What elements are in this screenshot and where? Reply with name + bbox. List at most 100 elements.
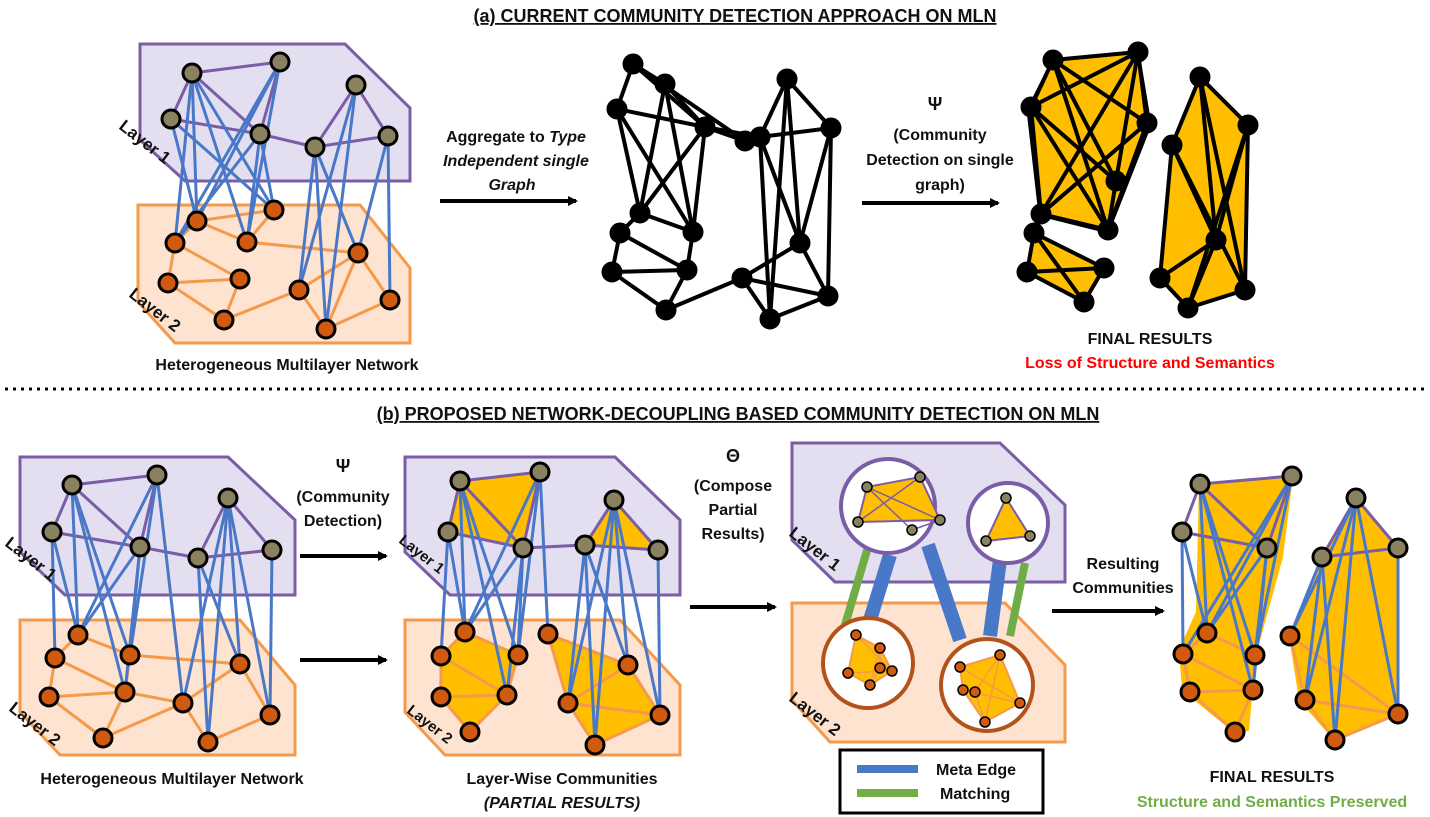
mln-a-edge	[173, 241, 242, 281]
mln-b-edge	[226, 496, 274, 552]
mln-b-node	[119, 644, 141, 666]
mln-b-node	[217, 487, 239, 509]
agg-edge	[740, 241, 802, 280]
final-a-edge	[1039, 121, 1149, 216]
final-b-node	[1387, 703, 1409, 725]
meta-node-inner-node	[1000, 492, 1012, 504]
mln-b-edge	[181, 496, 230, 705]
agg-node	[654, 73, 676, 95]
mln-a-edge	[356, 134, 390, 255]
layerwise-edge	[566, 663, 630, 705]
agg-node	[731, 267, 753, 289]
mln-a-edge	[258, 132, 276, 212]
mln-b-edge	[50, 530, 142, 549]
final-a-edge	[1186, 123, 1250, 310]
final-b-edge	[1253, 474, 1294, 657]
layerwise-node	[507, 644, 529, 666]
mln-a-edge	[297, 83, 358, 292]
mln-b-edge	[206, 496, 230, 744]
mln-b-node	[259, 704, 281, 726]
mln-b-edge	[226, 496, 242, 666]
final-a-node	[1205, 229, 1227, 251]
final-b-edge	[1354, 496, 1400, 550]
mln-a-node	[186, 210, 208, 232]
final-b-edge	[1303, 496, 1358, 702]
compose-line1: (Compose	[694, 478, 772, 495]
agg-node	[749, 126, 771, 148]
final-b-edge	[1198, 474, 1294, 486]
final-label-a: FINAL RESULTS	[1088, 331, 1213, 348]
matching-edge-1	[841, 545, 872, 627]
legend-meta-label: Meta Edge	[936, 762, 1016, 779]
agg-edge	[663, 82, 695, 234]
final-b-edge	[1205, 546, 1269, 635]
meta-node-inner-edge	[866, 486, 913, 531]
mln-b-node	[187, 547, 209, 569]
mln-a-node	[236, 231, 258, 253]
final-label-b: FINAL RESULTS	[1210, 769, 1335, 786]
mln-b-edge	[53, 656, 127, 694]
meta-node-inner-node	[914, 471, 926, 483]
agg-edge	[615, 107, 642, 215]
mln-a-node	[160, 108, 182, 130]
layerwise-node	[529, 461, 551, 483]
layerwise-node	[603, 489, 625, 511]
mln-a: Layer 1 Layer 2 Heterogeneous Multilayer…	[116, 42, 419, 374]
network-caption-a: Heterogeneous Multilayer Network	[155, 357, 418, 374]
layerwise-edge	[458, 479, 520, 657]
composition-view: Layer 1 Layer 2	[786, 441, 1067, 744]
mln-a-node	[377, 125, 399, 147]
final-b-node	[1171, 521, 1193, 543]
meta-node-inner-node	[852, 516, 864, 528]
final-a-edge	[1025, 270, 1086, 304]
final-a-edge	[1032, 231, 1086, 304]
layerwise-edge	[583, 543, 597, 747]
final-a-node	[1136, 112, 1158, 134]
layerwise-node	[649, 704, 671, 726]
final-results-a: FINAL RESULTS Loss of Structure and Sema…	[1016, 41, 1275, 372]
mln-b-edge	[196, 548, 274, 560]
partial-caption: (PARTIAL RESULTS)	[484, 795, 640, 812]
final-b-node	[1281, 465, 1303, 487]
final-a-node	[1161, 134, 1183, 156]
final-a-node	[1237, 114, 1259, 136]
mln-a-edge	[195, 208, 276, 223]
meta-node-inner-node	[1014, 697, 1026, 709]
layer2-plane-b	[18, 618, 297, 757]
layerwise-edge	[566, 701, 662, 717]
mln-b-edge	[76, 545, 142, 637]
final-a-node	[1023, 222, 1045, 244]
mln-a-node	[164, 232, 186, 254]
mln-a-edge	[173, 71, 194, 245]
section-b-title: (b) PROPOSED NETWORK-DECOUPLING BASED CO…	[377, 404, 1100, 424]
final-b-node	[1224, 721, 1246, 743]
final-a-edge	[1029, 105, 1043, 216]
agg-node	[655, 299, 677, 321]
mln-b-node	[197, 731, 219, 753]
layerwise-edge	[439, 693, 509, 699]
theta-symbol: Θ	[726, 446, 740, 466]
section-a: (a) CURRENT COMMUNITY DETECTION APPROACH…	[116, 6, 1275, 374]
final-results-b: FINAL RESULTS Structure and Semantics Pr…	[1137, 465, 1409, 811]
meta-node-inner-node	[1024, 530, 1036, 542]
agg-edge	[826, 126, 833, 298]
layerwise-edge	[583, 543, 630, 667]
mln-a-node	[347, 242, 369, 264]
agg-edge	[615, 107, 695, 234]
meta-node-inner-edge	[959, 666, 1021, 704]
final-a-edge	[1032, 231, 1106, 270]
layerwise-edge	[458, 479, 525, 550]
mln-a-node	[263, 199, 285, 221]
mln-b-node	[114, 681, 136, 703]
mln-a-node	[379, 289, 401, 311]
mln-b-node	[38, 686, 60, 708]
layerwise-node	[454, 621, 476, 643]
resulting-line1: Resulting	[1087, 556, 1160, 573]
agg-edge	[638, 125, 707, 215]
layerwise-node	[449, 470, 471, 492]
layerwise-node	[537, 623, 559, 645]
final-a-edge	[1170, 75, 1202, 147]
aggregate-text-line1: Aggregate to Type	[446, 129, 586, 146]
cd-text-b-line2: Detection)	[304, 513, 382, 530]
